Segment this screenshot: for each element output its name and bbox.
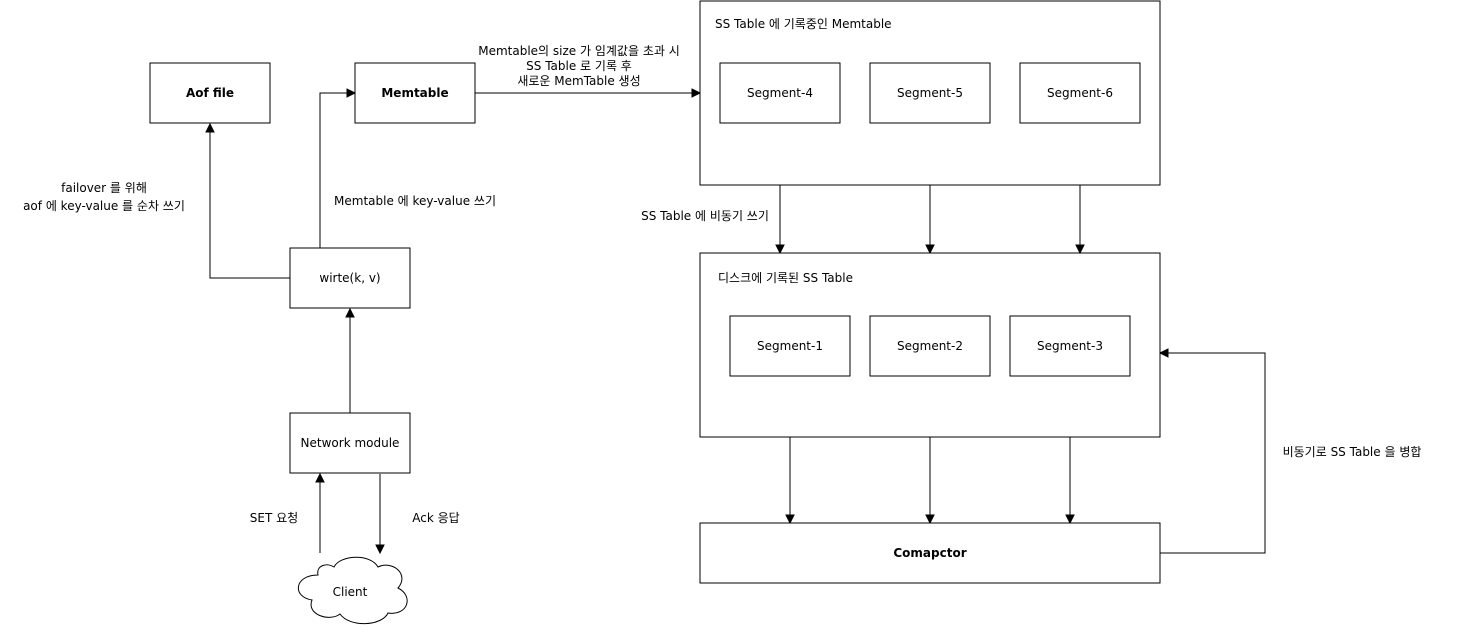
network-module-label: Network module — [301, 436, 400, 450]
write-label: wirte(k, v) — [319, 271, 380, 285]
compactor-node: Comapctor — [699, 522, 1161, 584]
client-label: Client — [333, 585, 368, 599]
async-merge-label: 비동기로 SS Table 을 병합 — [1283, 445, 1422, 459]
arrowhead-memtable — [346, 88, 357, 98]
memtable-write-label: Memtable 에 key-value 쓰기 — [334, 194, 496, 208]
arrowhead-disk-1 — [775, 244, 785, 255]
segment-5-node: Segment-5 — [869, 62, 991, 124]
edge-compactor-to-disk — [1160, 352, 1266, 554]
arrowhead-disk-2 — [925, 244, 935, 255]
ack-response-label: Ack 응답 — [412, 511, 459, 525]
segment-1-label: Segment-1 — [757, 339, 823, 353]
arrowhead-compactor-2 — [925, 514, 935, 525]
arrowhead-client — [375, 544, 385, 555]
segment-6-label: Segment-6 — [1047, 86, 1113, 100]
memtable-node: Memtable — [354, 62, 476, 124]
segment-2-label: Segment-2 — [897, 339, 963, 353]
arrowhead-sstable — [691, 88, 702, 98]
segment-4-node: Segment-4 — [719, 62, 841, 124]
arrowhead-compactor-3 — [1065, 514, 1075, 525]
segment-6-node: Segment-6 — [1019, 62, 1141, 124]
client-cloud-node: Client — [297, 556, 408, 625]
segment-2-node: Segment-2 — [869, 315, 991, 377]
aof-file-label: Aof file — [186, 86, 234, 100]
failover-label-line1: failover 를 위해 — [61, 181, 147, 195]
arrowhead-disk-3 — [1075, 244, 1085, 255]
async-write-label: SS Table 에 비동기 쓰기 — [641, 209, 769, 223]
failover-label-line2: aof 에 key-value 를 순차 쓰기 — [23, 199, 185, 213]
sstable-memtable-title: SS Table 에 기록중인 Memtable — [715, 17, 892, 31]
segment-5-label: Segment-5 — [897, 86, 963, 100]
arrowhead-aof — [205, 122, 215, 133]
segment-3-label: Segment-3 — [1037, 339, 1103, 353]
disk-sstable-title: 디스크에 기록된 SS Table — [718, 271, 853, 285]
segment-3-node: Segment-3 — [1009, 315, 1131, 377]
threshold-label-line2: SS Table 로 기록 후 — [526, 59, 632, 73]
threshold-label-line3: 새로운 MemTable 생성 — [517, 74, 640, 88]
threshold-label-line1: Memtable의 size 가 임계값을 초과 시 — [478, 44, 680, 58]
arrowhead-network — [315, 472, 325, 483]
cloud-icon — [297, 556, 408, 625]
arrowhead-write — [345, 307, 355, 318]
aof-file-node: Aof file — [149, 62, 271, 124]
set-request-label: SET 요청 — [250, 511, 298, 525]
segment-1-node: Segment-1 — [729, 315, 851, 377]
segment-4-label: Segment-4 — [747, 86, 813, 100]
compactor-label: Comapctor — [893, 546, 966, 560]
edge-write-to-memtable — [319, 92, 348, 248]
network-module-node: Network module — [289, 412, 411, 474]
edge-write-to-aof — [209, 131, 290, 279]
write-node: wirte(k, v) — [289, 247, 411, 309]
arrowhead-compactor-1 — [785, 514, 795, 525]
memtable-label: Memtable — [381, 86, 448, 100]
arrowhead-disk-merge — [1158, 348, 1169, 358]
